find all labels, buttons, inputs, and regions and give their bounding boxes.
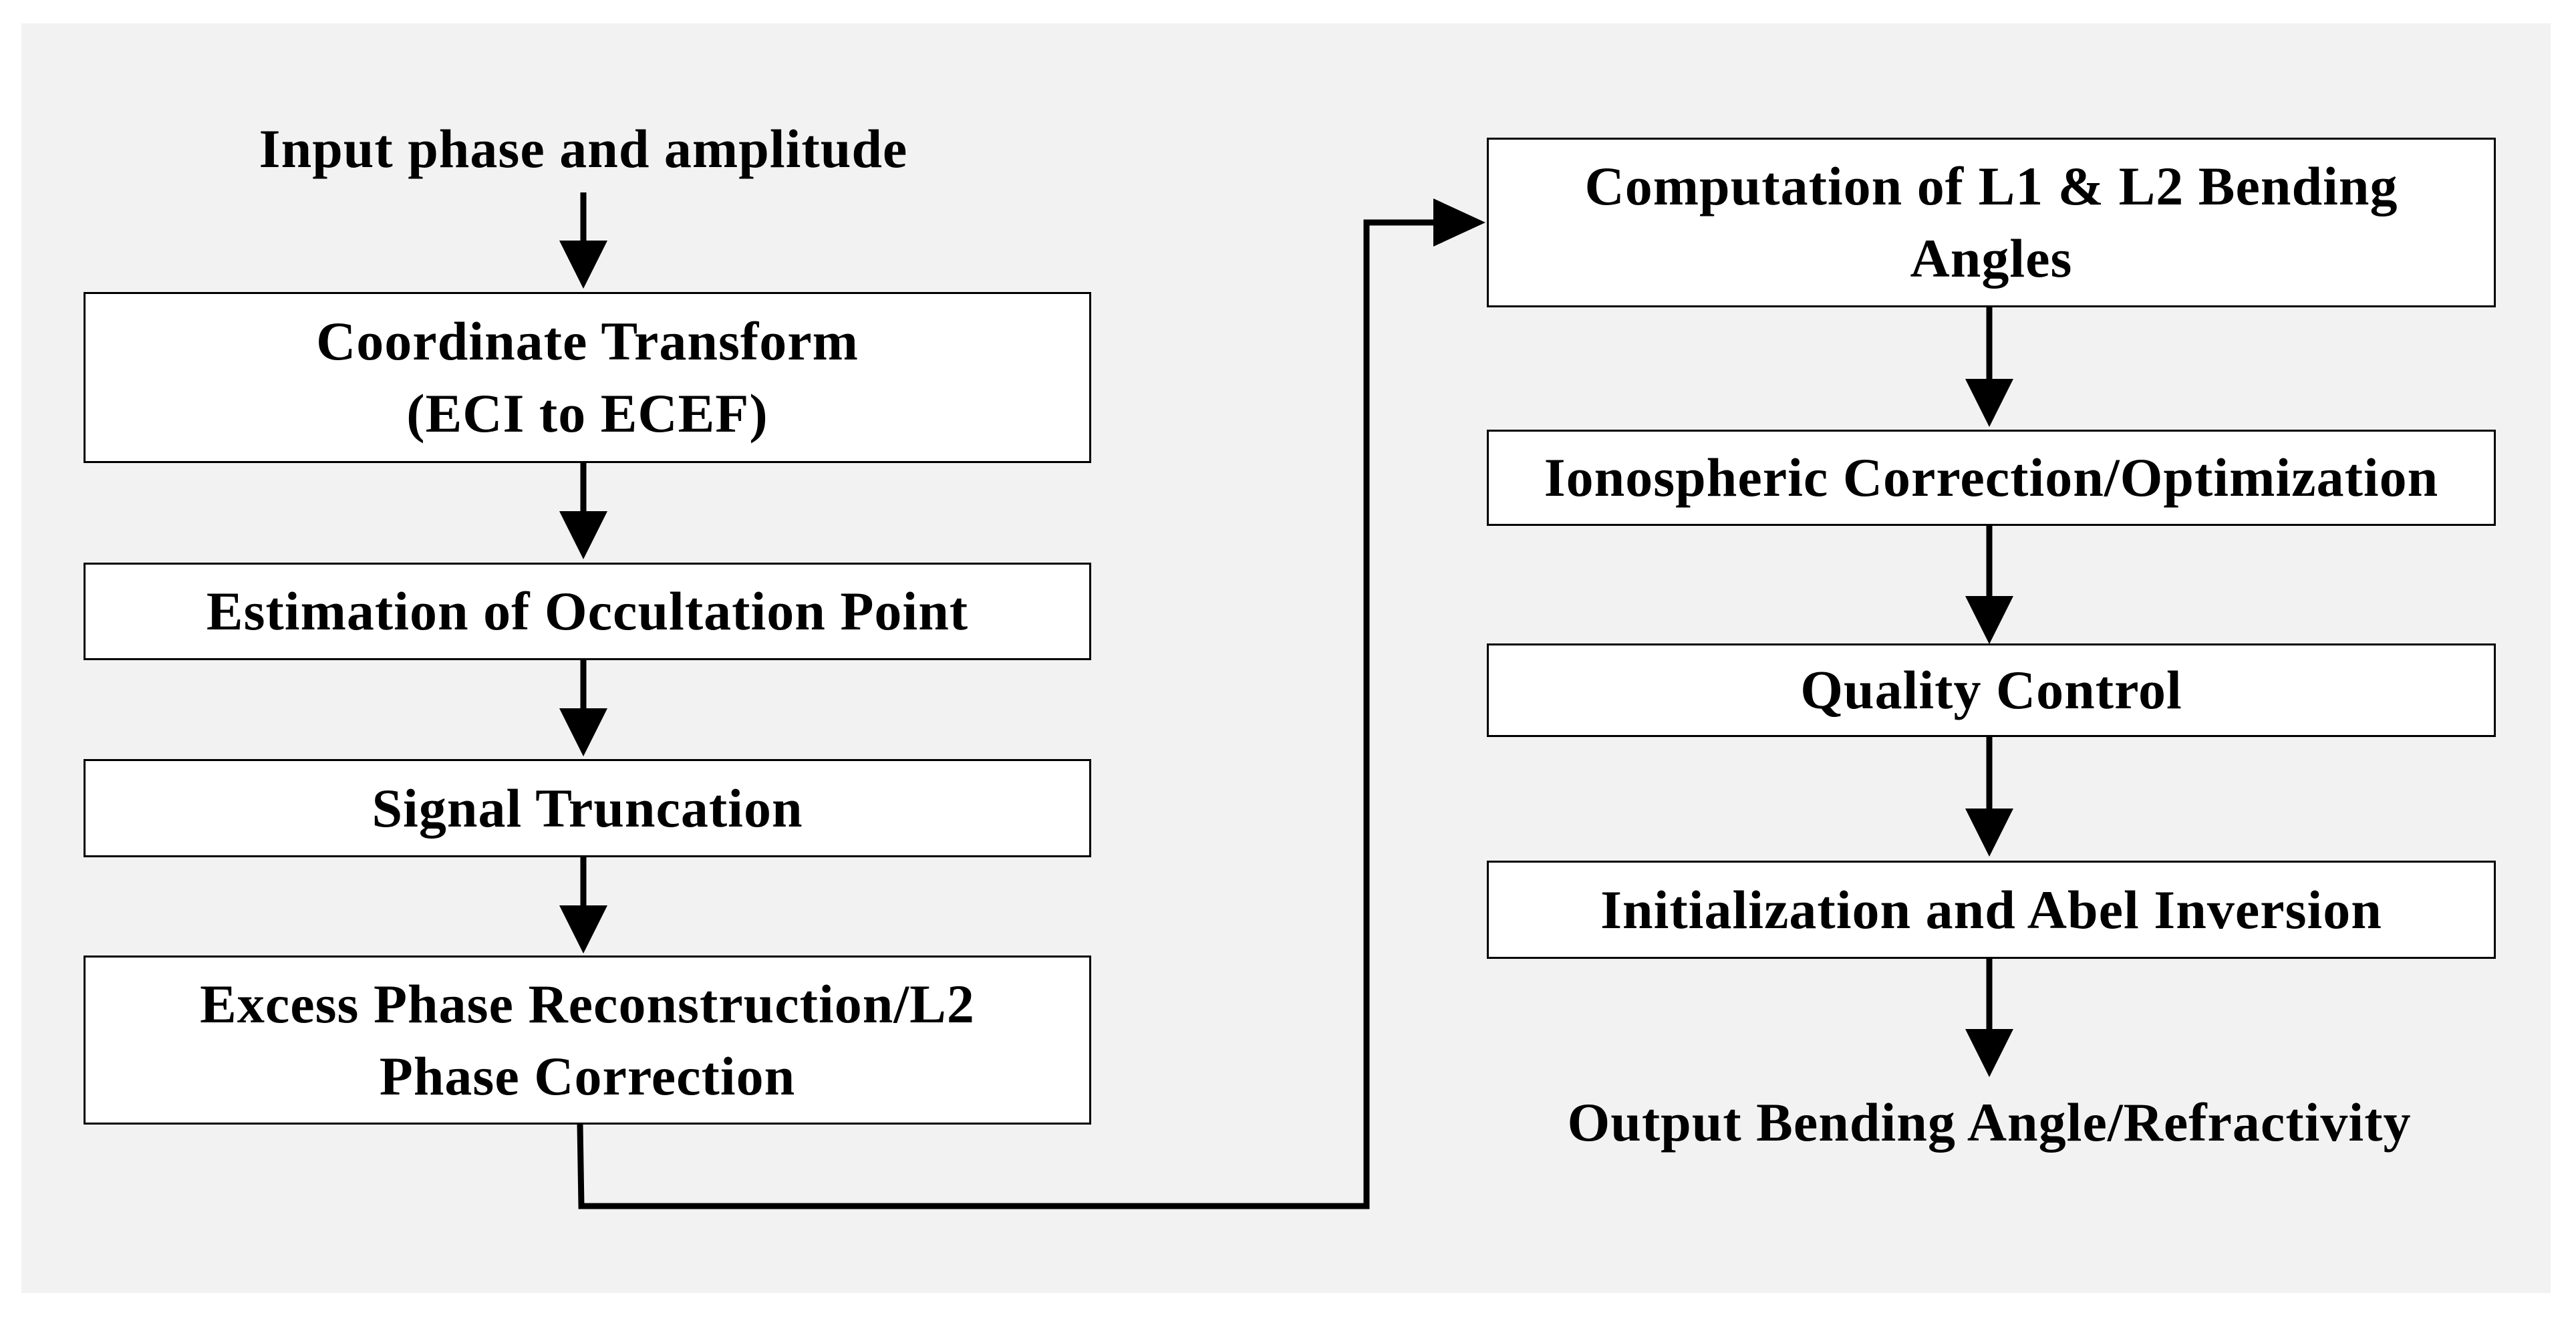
arrowhead xyxy=(1965,379,2013,427)
step-line: Excess Phase Reconstruction/L2 xyxy=(200,973,975,1034)
step-line: Computation of L1 & L2 Bending xyxy=(1584,156,2398,216)
step-line: Coordinate Transform xyxy=(316,311,859,372)
step-ionospheric-correction: Ionospheric Correction/Optimization xyxy=(1487,430,2496,526)
step-initialization-abel-inversion: Initialization and Abel Inversion xyxy=(1487,861,2496,959)
arrowhead xyxy=(559,241,607,289)
step-line: Phase Correction xyxy=(379,1045,796,1107)
step-computation-bending-angles: Computation of L1 & L2 Bending Angles xyxy=(1487,138,2496,307)
arrowhead xyxy=(1965,596,2013,644)
step-excess-phase-reconstruction: Excess Phase Reconstruction/L2 Phase Cor… xyxy=(84,956,1091,1125)
step-line: Quality Control xyxy=(1800,660,2182,720)
step-line: Initialization and Abel Inversion xyxy=(1600,879,2382,940)
output-label: Output Bending Angle/Refractivity xyxy=(1567,1092,2412,1153)
step-quality-control: Quality Control xyxy=(1487,643,2496,737)
arrow-left-to-right-column xyxy=(577,219,1437,1209)
arrowhead xyxy=(1433,198,1485,247)
step-line: Signal Truncation xyxy=(372,777,803,839)
arrowhead xyxy=(559,511,607,559)
step-line: Ionospheric Correction/Optimization xyxy=(1544,447,2439,508)
step-line: Angles xyxy=(1910,228,2073,289)
input-label: Input phase and amplitude xyxy=(259,118,908,179)
step-line: Estimation of Occultation Point xyxy=(206,581,969,641)
step-signal-truncation: Signal Truncation xyxy=(84,759,1091,857)
step-line: (ECI to ECEF) xyxy=(406,383,768,444)
arrowhead xyxy=(559,708,607,756)
arrowhead xyxy=(559,905,607,954)
step-coordinate-transform: Coordinate Transform (ECI to ECEF) xyxy=(84,292,1091,463)
arrowhead xyxy=(1965,1029,2013,1077)
arrowhead xyxy=(1965,809,2013,857)
step-estimation-occultation-point: Estimation of Occultation Point xyxy=(84,563,1091,660)
